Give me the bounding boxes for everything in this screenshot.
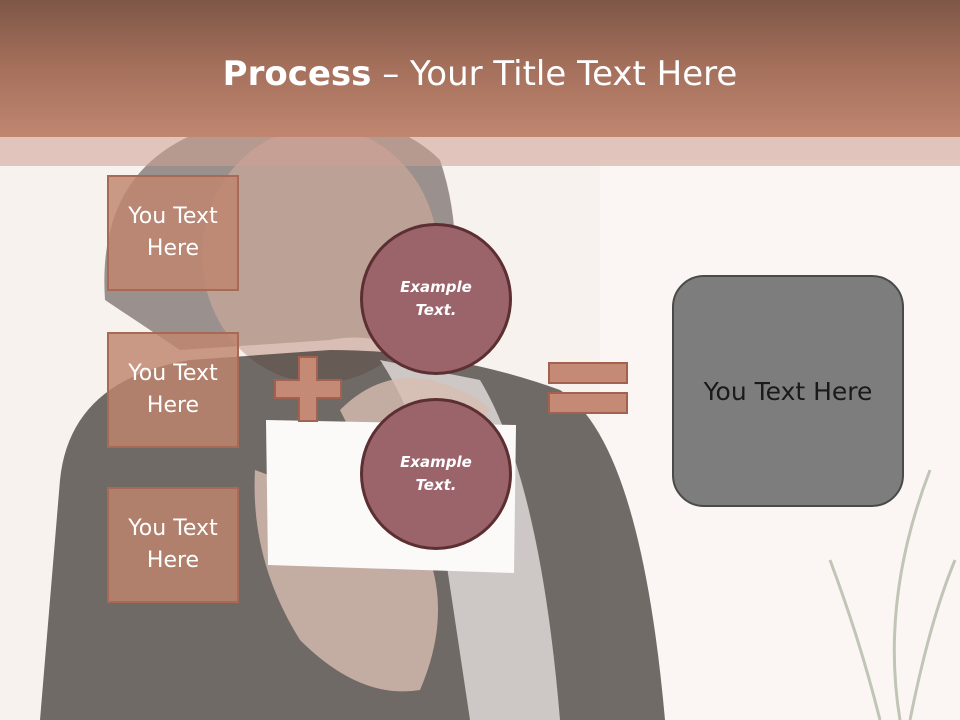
operand-circle-2-label: Example Text. (400, 453, 472, 494)
slide-title: Process – Your Title Text Here (0, 52, 960, 96)
operand-circle-1[interactable]: Example Text. (360, 223, 512, 375)
operand-circle-1-label: Example Text. (400, 278, 472, 319)
operand-circle-2[interactable]: Example Text. (360, 398, 512, 550)
input-box-2[interactable]: You Text Here (107, 332, 239, 448)
result-box[interactable]: You Text Here (672, 275, 904, 507)
input-box-3[interactable]: You Text Here (107, 487, 239, 603)
plus-icon (274, 356, 342, 422)
input-box-1[interactable]: You Text Here (107, 175, 239, 291)
title-separator: – (371, 54, 411, 94)
header-strip (0, 137, 960, 166)
title-rest: Your Title Text Here (410, 54, 738, 94)
header-band (0, 0, 960, 137)
title-bold: Process (222, 54, 372, 94)
equals-icon (548, 362, 628, 414)
